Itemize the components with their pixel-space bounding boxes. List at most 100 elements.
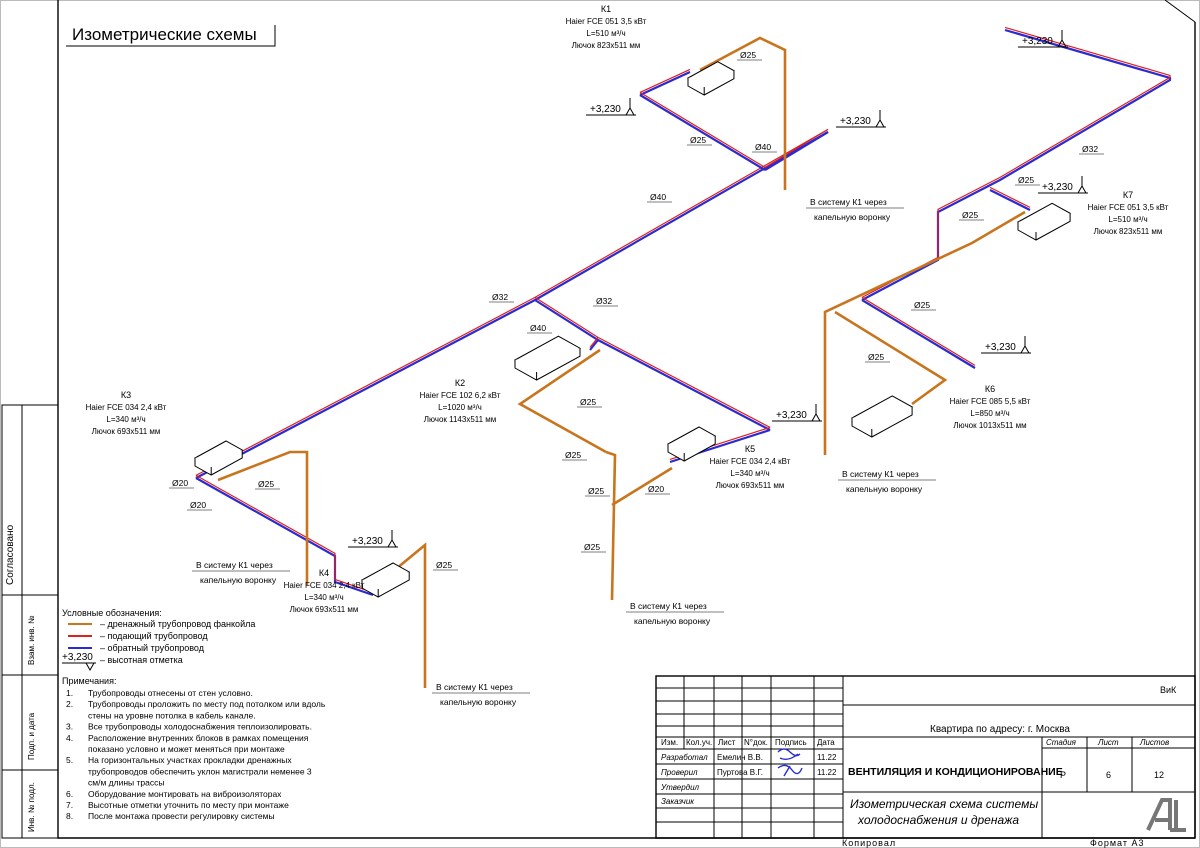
diameter-label: Ø25 [962,210,978,220]
pipe-network [195,26,1172,688]
tb-section: ВЕНТИЛЯЦИЯ И КОНДИЦИОНИРОВАНИЕ [848,766,1063,778]
unit-k4-name: К4 [319,568,329,578]
drain-k7 [823,210,1026,455]
svg-text:+3,230: +3,230 [776,410,807,421]
unit-k4-box [360,562,411,598]
unit-k1-model: Haier FCE 051 3,5 кВт [566,17,647,26]
unit-k4-flow: L=340 м³/ч [304,593,343,602]
svg-text:+3,230: +3,230 [840,116,871,127]
sheet-title-box: Изометрические схемы [66,25,276,47]
branch-k2-unit-return [589,339,599,351]
sheet-title: Изометрические схемы [72,25,257,44]
svg-text:В систему К1 через: В систему К1 через [436,682,513,692]
diameter-label: Ø32 [596,296,612,306]
legend-elev-sample: +3,230 [62,652,93,663]
branch-k1-top-return [639,71,691,96]
note-text: показано условно и может меняться при мо… [88,744,285,754]
svg-text:В систему К1 через: В систему К1 через [842,469,919,479]
branch-k1-join-return [764,131,829,171]
unit-k1-hatch: Лючок 823х511 мм [572,41,641,50]
tb-sheets-label: Листов [1139,738,1169,747]
unit-k5-hatch: Лючок 693х511 мм [716,481,785,490]
svg-text:+3,230: +3,230 [1042,182,1073,193]
legend-item-drain: – дренажный трубопровод фанкойла [100,619,255,629]
note-text: Высотные отметки уточнить по месту при м… [88,800,289,810]
diameter-label: Ø25 [565,450,581,460]
side-stamp-agreed: Согласовано [5,524,16,585]
note-text: Оборудование монтировать на виброизолято… [88,789,282,799]
note-text: Трубопроводы отнесены от стен условно. [88,688,253,698]
svg-text:капельную воронку: капельную воронку [814,212,891,222]
frame-corner [1164,0,1196,23]
unit-k5-box [666,426,717,462]
diameter-label: Ø40 [650,192,666,202]
diameter-label: Ø40 [755,142,771,152]
svg-text:+3,230: +3,230 [985,342,1016,353]
branch-k1-join-supply [764,128,829,168]
unit-k3-box [193,440,244,476]
diameter-label: Ø25 [740,50,756,60]
drain-k2 [517,348,607,454]
diameter-label: Ø25 [690,135,706,145]
tb-role-2: Утвердил [660,783,700,792]
branch-k7-trunk-return [861,28,1172,301]
elevation-mark: +3,230 [586,98,636,116]
tb-code: ВиК [1160,685,1177,695]
unit-k3-hatch: Лючок 693х511 мм [92,427,161,436]
side-stamp-sign-date: Подп. и дата [27,712,36,760]
unit-k6-box [850,395,914,438]
note-text: трубопроводов обеспечить уклон магистрал… [88,766,312,776]
note-number: 6. [66,789,73,799]
tb-sheet-name-2: холодоснабжения и дренажа [857,813,1019,827]
diameter-label: Ø25 [580,397,596,407]
elevation-mark: +3,230 [772,404,822,422]
svg-text:капельную воронку: капельную воронку [440,697,517,707]
svg-text:В систему К1 через: В систему К1 через [630,601,707,611]
svg-text:капельную воронку: капельную воронку [846,484,923,494]
diameter-label: Ø20 [648,484,664,494]
note-text: см/м длины трассы [88,778,164,788]
note-text: Трубопроводы проложить по месту под пото… [88,699,326,709]
tb-name-0: Емелин В.В. [717,753,763,762]
branch-k4-supply [195,474,374,593]
svg-text:В систему К1 через: В систему К1 через [810,197,887,207]
tb-date-1: 11.22 [817,768,837,777]
drain-k3 [217,450,309,585]
note-number: 2. [66,699,73,709]
trunk-k5-supply [534,296,771,428]
elevation-mark: +3,230 [348,530,398,548]
unit-k2-hatch: Лючок 1143х511 мм [424,415,497,424]
diameter-label: Ø25 [436,560,452,570]
tb-role-0: Разработал [661,753,708,762]
branch-k1-supply [639,91,766,168]
unit-k3-flow: L=340 м³/ч [106,415,145,424]
branch-k1-return [639,94,766,171]
unit-k7-model: Haier FCE 051 3,5 кВт [1088,203,1169,212]
drain-k5 [611,466,673,507]
title-block-text: ВиК Квартира по адресу: г. Москва Изм. К… [660,685,1186,848]
tb-name-1: Пуртова В.Г. [717,768,763,777]
unit-k7-name: К7 [1123,190,1133,200]
tb-h-list: Лист [718,738,736,747]
title-block [655,675,1196,839]
drain-note: В систему К1 через капельную воронку [626,601,724,626]
unit-k6-hatch: Лючок 1013х511 мм [953,421,1026,430]
diameter-label: Ø25 [588,486,604,496]
unit-k2-name: К2 [455,378,465,388]
branch-k6-return [861,299,976,369]
diameter-label: Ø25 [868,352,884,362]
svg-text:+3,230: +3,230 [352,536,383,547]
unit-k2-flow: L=1020 м³/ч [438,403,482,412]
svg-text:капельную воронку: капельную воронку [200,575,277,585]
legend-item-elev: – высотная отметка [100,655,183,665]
svg-text:В систему К1 через: В систему К1 через [196,560,273,570]
branch-k7-return [989,189,1031,211]
diameter-label: Ø25 [258,479,274,489]
unit-k1-flow: L=510 м³/ч [586,29,625,38]
note-text: Расположение внутренних блоков в рамках … [88,733,309,743]
drain-note: В систему К1 через капельную воронку [192,560,290,585]
svg-text:капельную воронку: капельную воронку [634,616,711,626]
tb-h-izm: Изм. [661,738,678,747]
branch-k1-top-supply [639,68,691,93]
